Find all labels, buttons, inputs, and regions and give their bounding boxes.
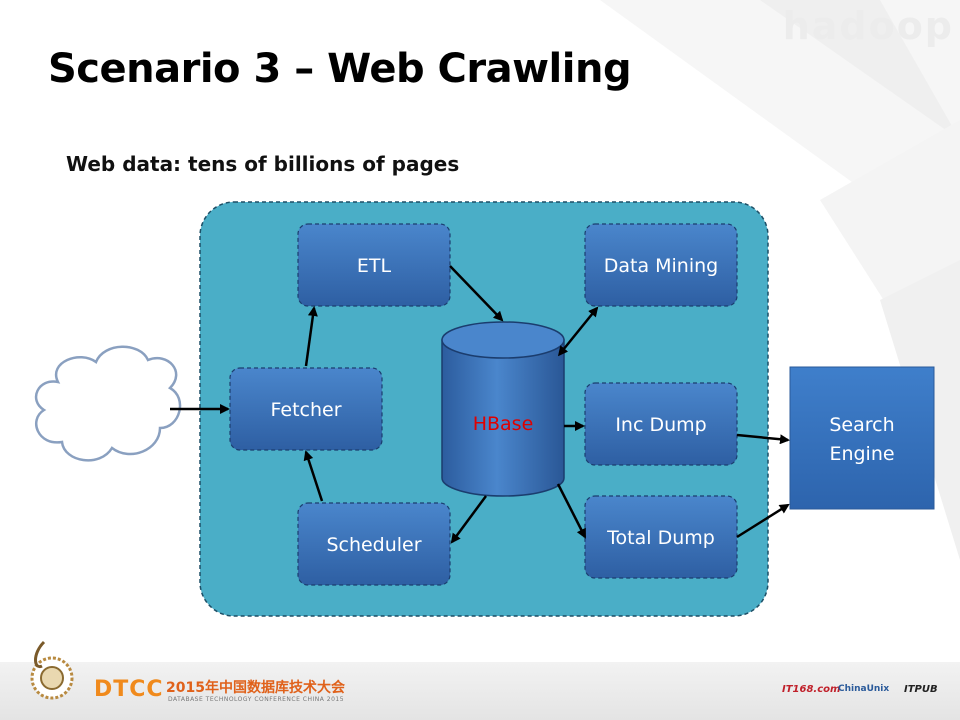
- sponsor-chinaunix-logo: ChinaUnix: [838, 684, 890, 694]
- fetcher-box: Fetcher: [229, 367, 383, 451]
- arrow-scheduler-to-fetcher: [303, 450, 324, 502]
- search-engine-box: Search Engine: [789, 366, 935, 510]
- data-mining-box: Data Mining: [584, 223, 738, 307]
- conference-name-cn: 2015年中国数据库技术大会: [166, 680, 345, 696]
- slide-subtitle: Web data: tens of billions of pages: [66, 152, 460, 176]
- slide-title: Scenario 3 – Web Crawling: [48, 46, 632, 92]
- hbase-database-icon: HBase: [441, 321, 565, 497]
- conference-name-en: DATABASE TECHNOLOGY CONFERENCE CHINA 201…: [168, 696, 345, 703]
- data-mining-label: Data Mining: [604, 255, 719, 277]
- inc-dump-label: Inc Dump: [615, 414, 706, 436]
- arrow-totaldump-to-search: [736, 503, 790, 539]
- total-dump-box: Total Dump: [584, 495, 738, 579]
- brand-logo-text: DTCC: [94, 677, 164, 702]
- internet-cloud-icon: [34, 345, 182, 462]
- total-dump-label: Total Dump: [606, 527, 715, 549]
- slide-footer: [0, 662, 960, 720]
- search-engine-label-line2: Engine: [829, 443, 894, 465]
- scheduler-box: Scheduler: [297, 502, 451, 586]
- arrow-fetcher-to-etl: [304, 306, 318, 367]
- arrow-etl-to-hbase: [449, 265, 504, 322]
- etl-label: ETL: [357, 255, 392, 277]
- arrow-incdump-to-search: [736, 433, 790, 445]
- search-engine-label-line1: Search: [829, 414, 894, 436]
- arrow-hbase-to-totaldump: [556, 483, 587, 539]
- arrow-hbase-datamining: [557, 306, 599, 357]
- arrow-hbase-to-scheduler: [450, 495, 488, 544]
- watermark-text: hadoop: [782, 4, 954, 48]
- hbase-label: HBase: [473, 413, 534, 435]
- sponsor-itpub-logo: ITPUB: [904, 684, 938, 695]
- fetcher-label: Fetcher: [270, 399, 341, 421]
- scheduler-label: Scheduler: [326, 534, 421, 556]
- sponsor-it168-logo: IT168.com: [782, 684, 841, 695]
- inc-dump-box: Inc Dump: [584, 382, 738, 466]
- conference-logo-icon: [30, 640, 74, 700]
- etl-box: ETL: [297, 223, 451, 307]
